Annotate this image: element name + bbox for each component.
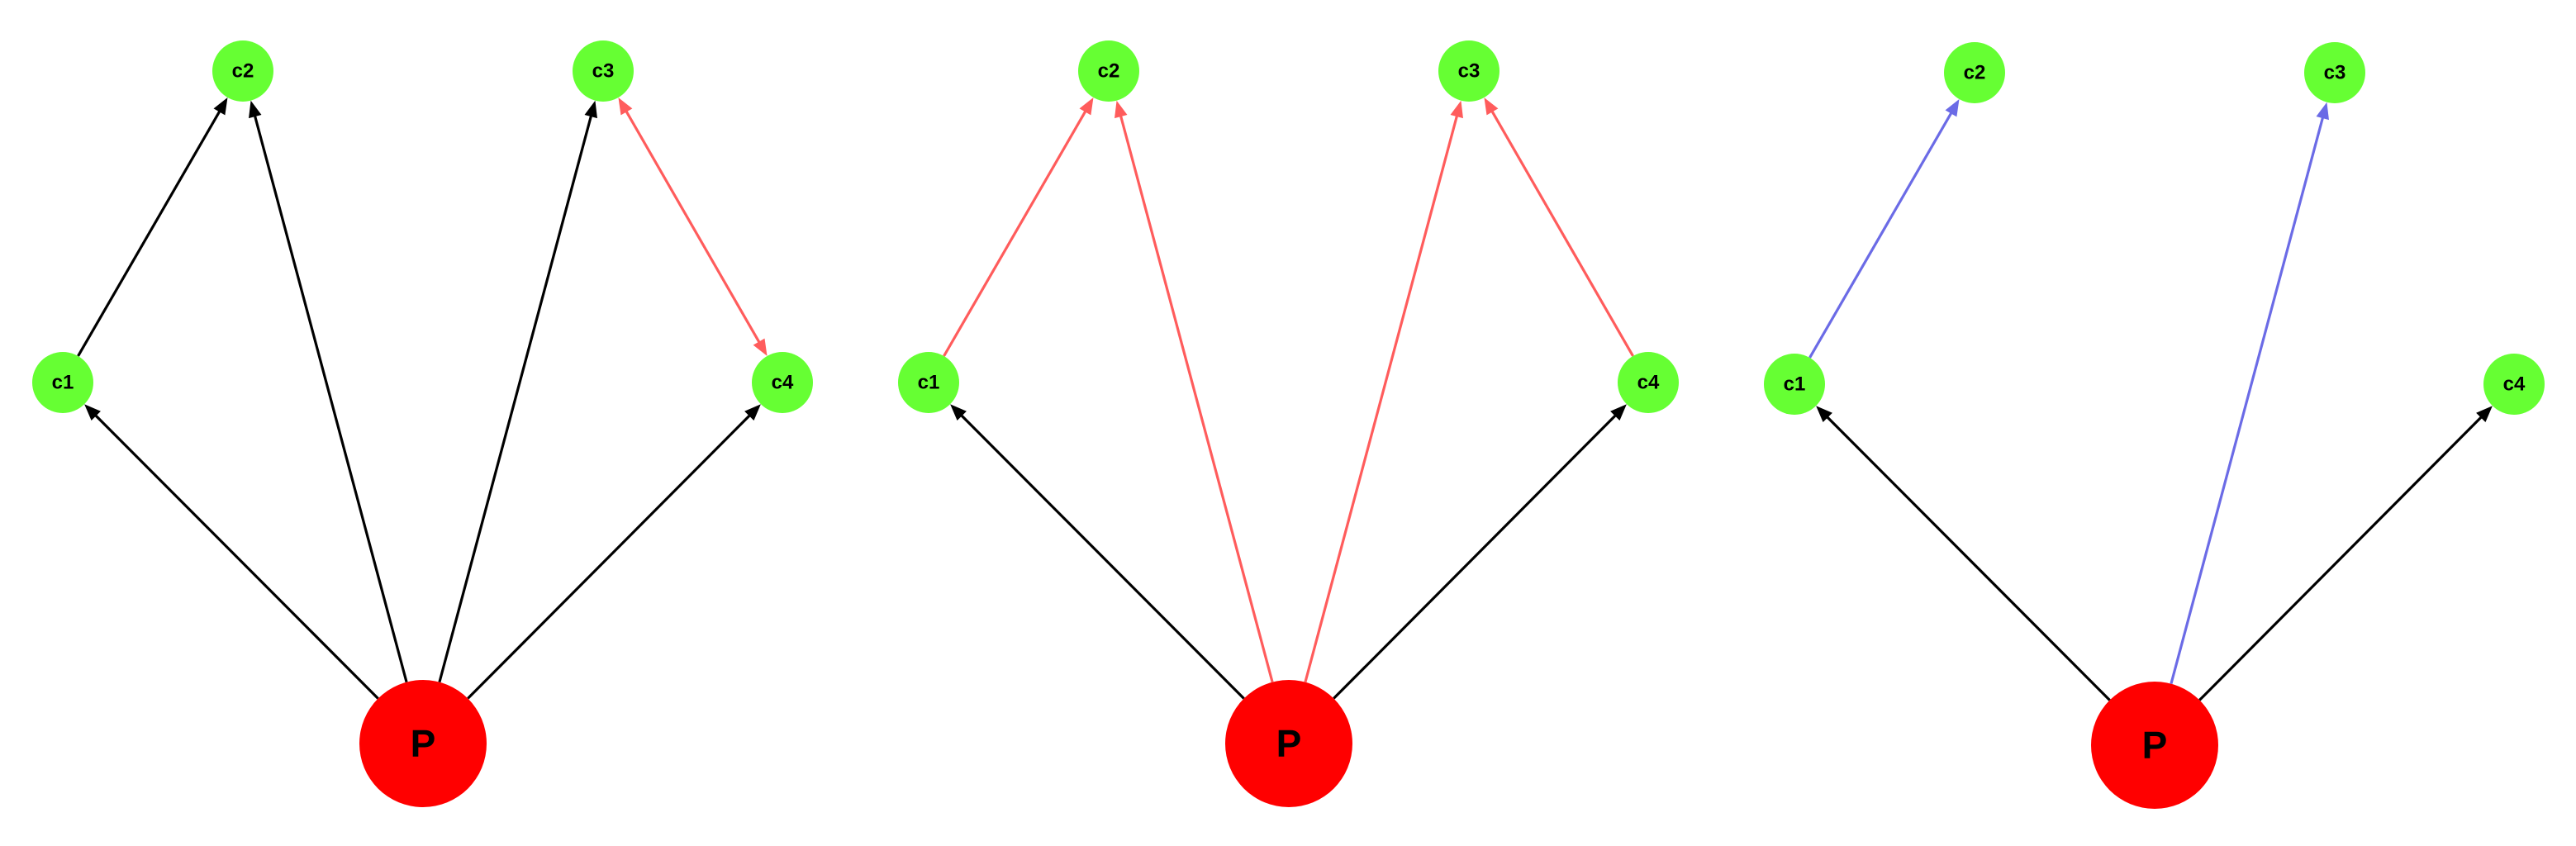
node-circle xyxy=(1764,354,1825,415)
edge-line xyxy=(1808,111,1953,359)
edge-P-to-c4 xyxy=(467,404,761,700)
node-label: c4 xyxy=(1637,372,1660,394)
edge-P-to-c3 xyxy=(438,100,597,683)
node-P: P xyxy=(2091,682,2218,809)
node-label: P xyxy=(2142,724,2168,767)
edge-P-to-c1 xyxy=(950,404,1245,700)
node-circle xyxy=(1225,680,1352,807)
edge-line xyxy=(1490,109,1634,357)
arrowhead-icon xyxy=(1816,406,1832,423)
arrowhead-icon xyxy=(1945,99,1960,117)
arrowhead-icon xyxy=(249,100,262,119)
node-c4: c4 xyxy=(1618,352,1679,413)
node-circle xyxy=(1618,352,1679,413)
edge-c1-to-c2 xyxy=(943,97,1094,357)
node-label: P xyxy=(411,722,436,765)
node-c2: c2 xyxy=(1944,42,2005,103)
edge-line xyxy=(2198,415,2483,701)
edge-line xyxy=(1333,413,1618,700)
node-circle xyxy=(2483,354,2545,415)
node-label: c2 xyxy=(1098,60,1120,83)
node-label: c3 xyxy=(592,60,615,83)
node-circle xyxy=(573,40,634,102)
arrowhead-icon xyxy=(753,338,768,356)
edge-line xyxy=(93,413,379,700)
edge-line xyxy=(625,109,761,345)
node-c4: c4 xyxy=(2483,354,2545,415)
node-circle xyxy=(752,352,813,413)
edge-P-to-c2 xyxy=(249,100,408,683)
edge-line xyxy=(253,114,408,683)
node-label: c2 xyxy=(232,60,254,83)
edge-P-to-c2 xyxy=(1115,100,1274,683)
node-label: c4 xyxy=(772,372,794,394)
edge-P-to-c3 xyxy=(2170,102,2329,685)
node-circle xyxy=(2304,42,2365,103)
node-circle xyxy=(1078,40,1139,102)
arrowhead-icon xyxy=(1610,404,1627,421)
edge-line xyxy=(1304,114,1459,683)
diagram-panel-1: Pc1 c2 c3 c4 xyxy=(32,40,813,807)
node-P: P xyxy=(1225,680,1352,807)
node-circle xyxy=(359,680,487,807)
node-c2: c2 xyxy=(1078,40,1139,102)
edge-c4-to-c3 xyxy=(618,97,768,356)
node-circle xyxy=(1438,40,1499,102)
diagram-panel-2: Pc1 c2 c3 c4 xyxy=(898,40,1679,807)
edge-line xyxy=(959,413,1245,700)
edge-P-to-c4 xyxy=(2198,406,2493,701)
edge-P-to-c4 xyxy=(1333,404,1627,700)
edge-c4-to-c3 xyxy=(1484,97,1634,357)
node-circle xyxy=(212,40,273,102)
node-P: P xyxy=(359,680,487,807)
node-c3: c3 xyxy=(573,40,634,102)
node-label: c2 xyxy=(1964,62,1986,84)
arrowhead-icon xyxy=(618,97,633,116)
edge-P-to-c1 xyxy=(84,404,379,700)
node-circle xyxy=(2091,682,2218,809)
arrowhead-icon xyxy=(584,100,597,119)
edge-line xyxy=(1119,114,1274,683)
node-label: c3 xyxy=(2324,62,2346,84)
node-circle xyxy=(32,352,93,413)
node-label: c1 xyxy=(918,372,940,394)
node-label: c1 xyxy=(52,372,74,394)
node-circle xyxy=(1944,42,2005,103)
node-c2: c2 xyxy=(212,40,273,102)
node-circle xyxy=(898,352,959,413)
arrowhead-icon xyxy=(1115,100,1128,119)
node-label: c1 xyxy=(1784,373,1806,396)
edge-line xyxy=(943,109,1087,357)
node-c4: c4 xyxy=(752,352,813,413)
node-c1: c1 xyxy=(32,352,93,413)
arrowhead-icon xyxy=(1079,97,1094,116)
diagram-panel-3: Pc1 c2 c3 c4 xyxy=(1764,42,2545,809)
arrowhead-icon xyxy=(2476,406,2493,423)
edge-line xyxy=(438,114,593,683)
edge-line xyxy=(467,413,752,700)
arrowhead-icon xyxy=(84,404,101,421)
node-c1: c1 xyxy=(1764,354,1825,415)
edge-P-to-c3 xyxy=(1304,100,1463,683)
node-c3: c3 xyxy=(1438,40,1499,102)
node-label: c3 xyxy=(1458,60,1480,83)
node-c1: c1 xyxy=(898,352,959,413)
arrowhead-icon xyxy=(744,404,761,421)
edge-P-to-c1 xyxy=(1816,406,2111,701)
edge-c1-to-c2 xyxy=(77,97,228,357)
edge-c1-to-c2 xyxy=(1808,99,1960,359)
node-label: P xyxy=(1276,722,1302,765)
arrowhead-icon xyxy=(950,404,967,421)
edge-line xyxy=(77,109,221,357)
arrowhead-icon xyxy=(2316,102,2329,121)
arrowhead-icon xyxy=(1484,97,1499,116)
arrowhead-icon xyxy=(213,97,228,116)
arrowhead-icon xyxy=(1450,100,1463,119)
edge-line xyxy=(1825,415,2111,701)
edge-line xyxy=(2170,116,2325,685)
node-label: c4 xyxy=(2503,373,2526,396)
node-c3: c3 xyxy=(2304,42,2365,103)
